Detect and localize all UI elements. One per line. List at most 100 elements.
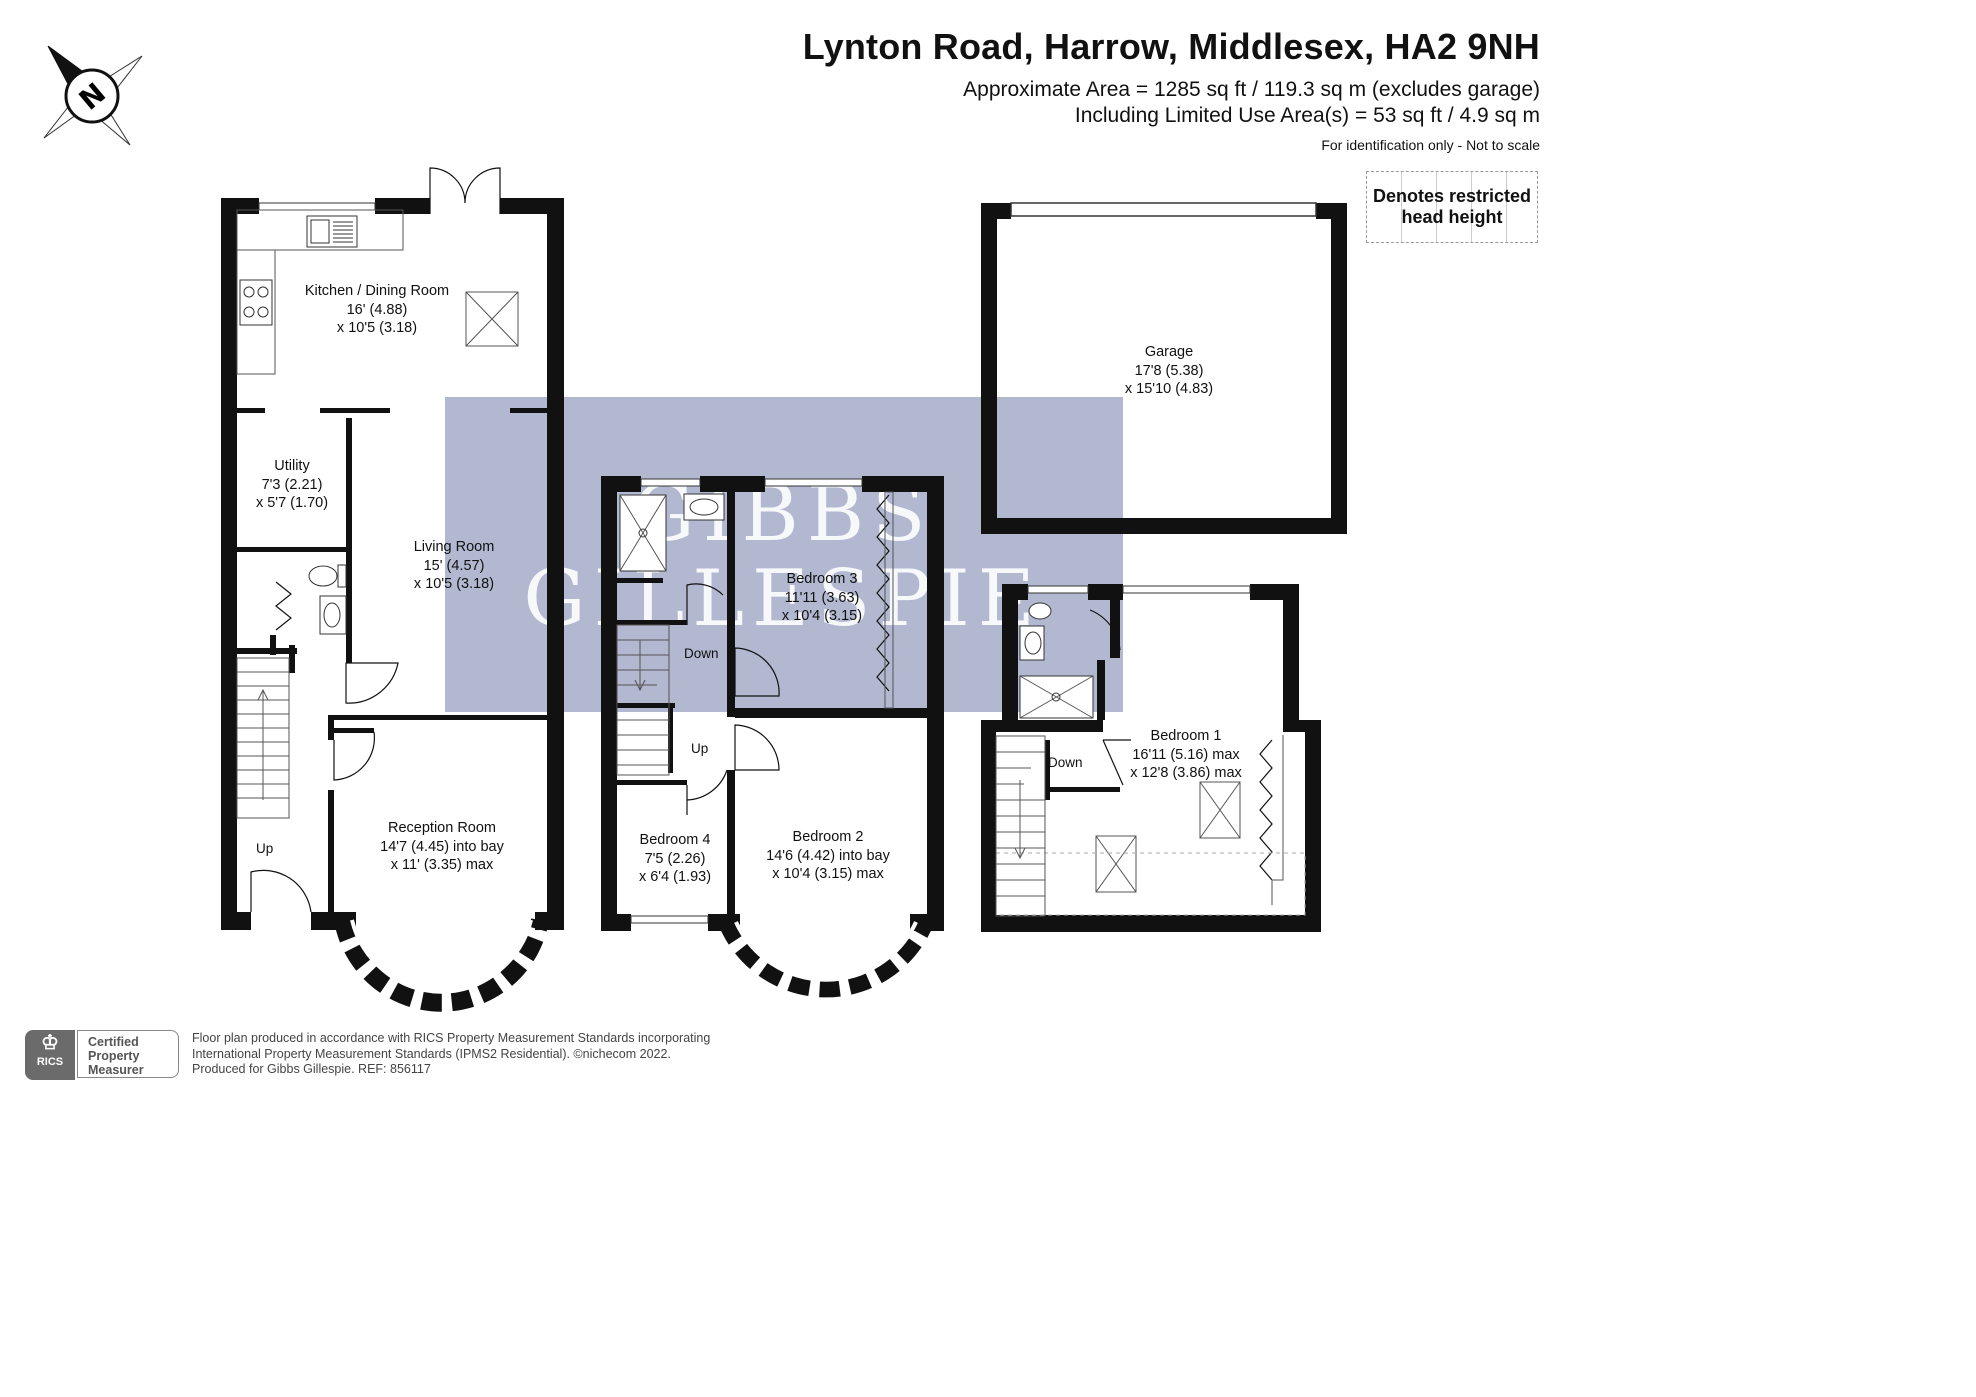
- ensuite-window: [1027, 585, 1089, 594]
- room-reception-label: Reception Room 14'7 (4.45) into bay x 11…: [380, 819, 504, 875]
- limited-use-area-text: Including Limited Use Area(s) = 53 sq ft…: [1074, 104, 1540, 127]
- second-staircase: [995, 735, 1046, 917]
- wc-cupboard-door-icon: [275, 581, 292, 631]
- room-dim-2: x 10'4 (3.15) max: [772, 866, 884, 882]
- room-dim-2: x 5'7 (1.70): [255, 495, 329, 511]
- bedroom1-door-swing: [1102, 739, 1131, 786]
- compass-north-icon: N: [43, 45, 143, 146]
- bedroom1-wardrobe-icon: [1259, 739, 1273, 881]
- first-stairs-down-label: Down: [684, 646, 719, 661]
- room-dim-2: x 6'4 (1.93): [638, 869, 712, 885]
- bedroom1-window: [1122, 585, 1251, 594]
- room-name: Bedroom 1: [1150, 728, 1222, 744]
- room-name: Bedroom 4: [639, 832, 711, 848]
- first-stairs-up-label: Up: [691, 741, 709, 756]
- rics-lion-icon: ♔: [41, 1032, 59, 1054]
- footer-line-3: Produced for Gibbs Gillespie. REF: 85611…: [192, 1062, 431, 1076]
- bathroom-basin-icon: [683, 493, 725, 521]
- room-bedroom2-label: Bedroom 2 14'6 (4.42) into bay x 10'4 (3…: [766, 828, 890, 884]
- rics-logo-text: RICS: [36, 1056, 64, 1068]
- living-door-swing: [345, 662, 399, 704]
- first-floor-walls: [601, 476, 944, 931]
- reception-door-swing: [333, 731, 376, 781]
- ensuite-toilet-icon: [1028, 602, 1052, 620]
- room-name: Reception Room: [388, 820, 496, 836]
- room-dim-1: 14'6 (4.42) into bay: [766, 847, 890, 864]
- room-dim-2: x 10'4 (3.15): [781, 608, 863, 624]
- ensuite-shower-icon: [1019, 675, 1094, 719]
- restricted-head-height-legend: Denotes restricted head height: [1366, 171, 1538, 243]
- rics-logo: ♔ RICS: [25, 1030, 75, 1080]
- bedroom4-door-swing: [686, 769, 728, 801]
- room-dim-2: x 12'8 (3.86) max: [1130, 765, 1242, 781]
- restricted-legend-label: Denotes restricted head height: [1372, 186, 1532, 227]
- bedroom3-door-swing: [734, 647, 780, 697]
- identification-note: For identification only - Not to scale: [1321, 137, 1540, 153]
- room-bedroom4-label: Bedroom 4 7'5 (2.26) x 6'4 (1.93): [639, 831, 711, 887]
- room-dim-1: 17'8 (5.38): [1134, 362, 1204, 379]
- rics-badge-text: Certified Property Measurer: [77, 1030, 179, 1078]
- footer-line-2: International Property Measurement Stand…: [192, 1046, 671, 1061]
- room-living-label: Living Room 15' (4.57) x 10'5 (3.18): [414, 538, 495, 594]
- kitchen-worktop-side: [236, 249, 276, 375]
- reception-bay-window: [334, 918, 549, 1012]
- ensuite-door-swing: [1089, 609, 1121, 651]
- bedroom1-skylight-2: [1095, 835, 1137, 893]
- room-dim-1: 11'11 (3.63): [784, 589, 860, 606]
- footer-disclaimer: Floor plan produced in accordance with R…: [192, 1031, 710, 1078]
- room-utility-label: Utility 7'3 (2.21) x 5'7 (1.70): [256, 457, 328, 513]
- bathroom-door-swing: [686, 583, 724, 815]
- kitchen-skylight-icon: [465, 291, 519, 347]
- bedroom3-window: [764, 478, 863, 487]
- rics-line-2: Property: [88, 1049, 140, 1063]
- room-dim-1: 15' (4.57): [423, 557, 485, 574]
- room-dim-1: 7'3 (2.21): [261, 476, 323, 493]
- bedroom4-window: [630, 915, 709, 924]
- floor-plan-drawing: GIBBS GILLESPIE N: [43, 45, 1347, 1012]
- room-garage-label: Garage 17'8 (5.38) x 15'10 (4.83): [1125, 343, 1213, 399]
- room-bedroom1-label: Bedroom 1 16'11 (5.16) max x 12'8 (3.86)…: [1130, 727, 1242, 783]
- bathroom-window: [640, 478, 701, 487]
- ground-floor-walls: [221, 198, 564, 930]
- rics-line-3: Measurer: [88, 1063, 144, 1077]
- bedroom2-door-swing: [734, 724, 780, 771]
- kitchen-french-doors: [429, 167, 501, 214]
- room-name: Bedroom 3: [786, 571, 858, 587]
- room-kitchen-label: Kitchen / Dining Room 16' (4.88) x 10'5 …: [305, 282, 449, 338]
- room-name: Garage: [1144, 344, 1194, 360]
- room-bedroom3-label: Bedroom 3 11'11 (3.63) x 10'4 (3.15): [782, 570, 862, 626]
- wc-toilet-icon: [308, 564, 347, 588]
- room-name: Bedroom 2: [792, 829, 864, 845]
- shower-tray-icon: [619, 494, 667, 572]
- room-name: Kitchen / Dining Room: [304, 283, 450, 299]
- kitchen-worktop: [236, 209, 404, 251]
- bedroom2-bay-window: [718, 918, 934, 998]
- footer-line-1: Floor plan produced in accordance with R…: [192, 1031, 711, 1045]
- rics-line-1: Certified: [88, 1035, 139, 1049]
- rics-certified-badge: ♔ RICS Certified Property Measurer: [25, 1030, 181, 1080]
- ground-stairs-up-label: Up: [256, 841, 274, 856]
- hob-icon: [239, 279, 273, 326]
- bedroom1-wardrobe: [1271, 735, 1284, 905]
- room-dim-1: 16' (4.88): [346, 301, 408, 318]
- ground-staircase: [236, 657, 290, 819]
- garage-walls: [981, 203, 1347, 534]
- room-name: Utility: [274, 458, 310, 474]
- wc-basin-icon: [319, 595, 347, 635]
- first-staircase: [616, 624, 670, 776]
- second-floor-walls: [981, 584, 1321, 932]
- room-dim-1: 7'5 (2.26): [644, 850, 706, 867]
- bedroom1-skylight-1: [1199, 781, 1241, 839]
- ensuite-basin-icon: [1019, 625, 1045, 661]
- garage-door: [1010, 202, 1317, 217]
- room-name: Living Room: [413, 539, 495, 555]
- property-address-title: Lynton Road, Harrow, Middlesex, HA2 9NH: [802, 26, 1540, 67]
- room-dim-2: x 11' (3.35) max: [390, 857, 494, 873]
- approximate-area-text: Approximate Area = 1285 sq ft / 119.3 sq…: [963, 78, 1540, 101]
- room-dim-1: 14'7 (4.45) into bay: [380, 838, 504, 855]
- kitchen-sink-icon: [306, 215, 358, 248]
- restricted-head-height-area: [995, 852, 1306, 916]
- front-door-swing: [250, 869, 312, 913]
- room-dim-2: x 10'5 (3.18): [336, 320, 418, 336]
- kitchen-window: [258, 202, 376, 211]
